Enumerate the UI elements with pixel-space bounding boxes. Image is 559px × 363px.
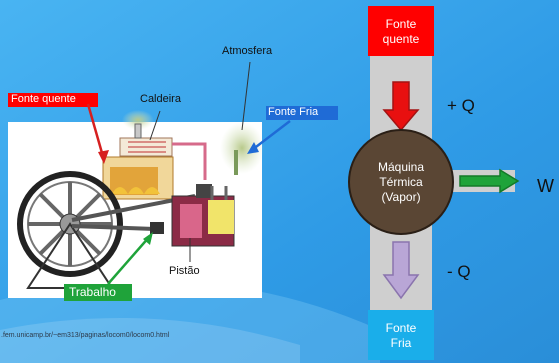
piston-label: Pistão xyxy=(169,265,200,277)
work-arrow-icon xyxy=(459,168,520,194)
heat-in-label: + Q xyxy=(447,96,475,115)
boiler-label: Caldeira xyxy=(140,93,181,105)
fonte-fria-label-box xyxy=(266,106,338,120)
work-output-label: W xyxy=(537,176,554,196)
cold-source-box-label: Fonte Fria xyxy=(385,321,417,350)
heat-in-arrow-icon xyxy=(382,81,420,132)
trabalho-label-box xyxy=(64,284,132,301)
cold-source-pointer xyxy=(251,120,291,151)
hot-source-pointer xyxy=(86,103,106,161)
hot-source-box xyxy=(368,6,434,56)
heat-engine-diagram xyxy=(348,6,520,360)
heat-out-arrow-icon xyxy=(382,241,420,300)
cold-source-label: Fonte Fria xyxy=(268,106,319,118)
heat-out-label: - Q xyxy=(447,262,471,281)
boiler-pointer xyxy=(149,110,161,141)
fonte-quente-label-box xyxy=(8,93,98,107)
cold-source-box xyxy=(368,310,434,360)
work-label: Trabalho xyxy=(69,285,116,299)
atmosphere-pointer xyxy=(241,61,251,131)
source-url: .fem.unicamp.br/~em313/paginas/locom0/lo… xyxy=(1,332,170,339)
steam-engine-illustration xyxy=(8,110,264,298)
hot-source-label: Fonte quente xyxy=(11,93,76,105)
heat-engine-circle xyxy=(348,129,454,235)
atmosphere-label: Atmosfera xyxy=(222,45,273,57)
engine-label: Máquina Térmica (Vapor) xyxy=(377,160,425,204)
hot-source-box-label: Fonte quente xyxy=(382,17,420,46)
work-pointer xyxy=(107,235,151,285)
